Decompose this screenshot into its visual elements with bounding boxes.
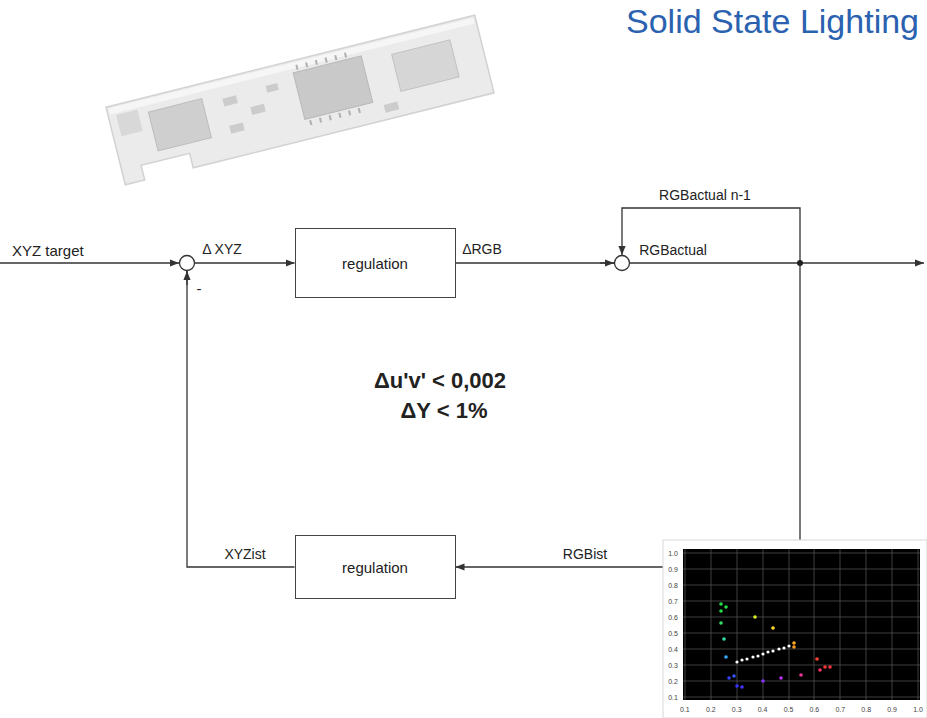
axis-tick: 0.8 [668, 582, 678, 589]
axis-tick: 0.5 [784, 706, 794, 713]
axis-tick: 0.5 [668, 630, 678, 637]
axis-tick: 0.9 [668, 566, 678, 573]
axis-tick: 0.4 [668, 646, 678, 653]
signal-name: RGBactual [639, 242, 707, 258]
tolerance-note: Δu'v' < 0,002 [374, 368, 506, 394]
axis-tick: 0.3 [732, 706, 742, 713]
axis-tick: 0.2 [706, 706, 716, 713]
axis-tick: 0.8 [861, 706, 871, 713]
signal-name: RGBactual n-1 [659, 187, 751, 203]
signal-name: - [197, 280, 202, 297]
axis-tick: 0.3 [668, 662, 678, 669]
axis-tick: 0.2 [668, 678, 678, 685]
signal-name: Δ XYZ [202, 241, 242, 257]
axis-tick: 1.0 [913, 706, 923, 713]
regulation-box: regulation [295, 535, 456, 599]
signal-name: XYZ target [12, 242, 84, 259]
signal-name: RGBist [563, 546, 607, 562]
axis-tick: 0.6 [668, 614, 678, 621]
signal-connector [456, 263, 801, 567]
axis-tick: 0.9 [887, 706, 897, 713]
axis-tick: 0.1 [680, 706, 690, 713]
regulation-box: regulation [295, 228, 456, 298]
node-text: regulation [342, 559, 408, 576]
node-text: regulation [342, 255, 408, 272]
axis-tick: 0.4 [758, 706, 768, 713]
axis-tick: 0.1 [668, 694, 678, 701]
page-title: Solid State Lighting [626, 2, 919, 41]
axis-tick: 0.7 [668, 598, 678, 605]
axis-tick: 0.7 [835, 706, 845, 713]
axis-tick: 0.6 [810, 706, 820, 713]
tolerance-note: ΔY < 1% [401, 398, 488, 424]
signal-name: XYZist [224, 546, 265, 562]
signal-connector [187, 263, 295, 567]
signal-name: ΔRGB [462, 241, 502, 257]
axis-tick: 1.0 [668, 550, 678, 557]
